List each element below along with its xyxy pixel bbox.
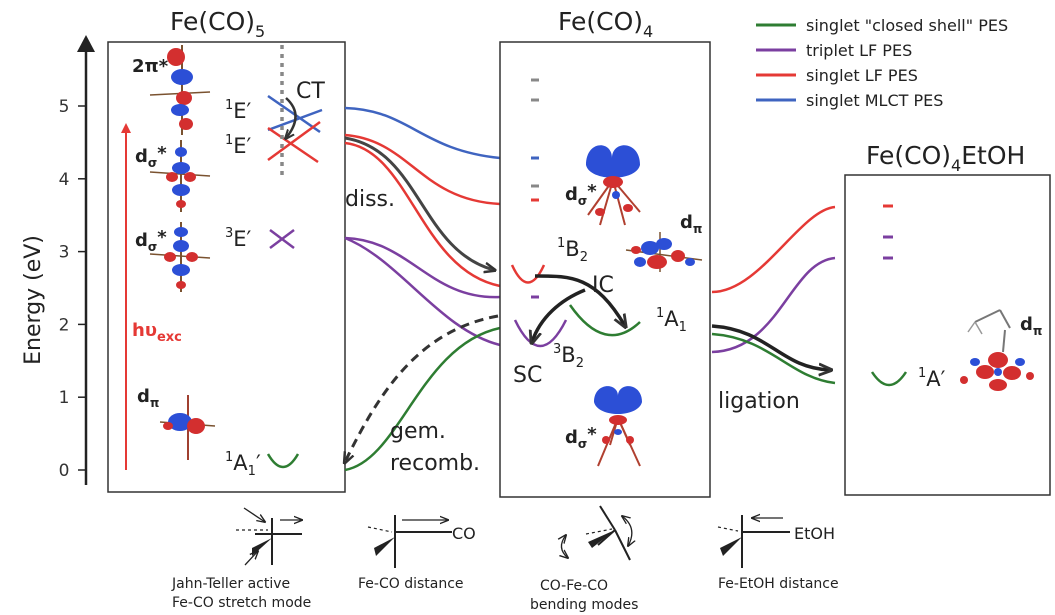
annotation-ligation: ligation [718,389,800,414]
ct-arrow [286,97,297,138]
mode-tag-co: CO [452,524,476,543]
excitation-label: hυexc [132,320,182,345]
sc-arrow [532,288,586,342]
y-tick-label: 0 [59,461,70,481]
mode-jahn-teller [236,507,302,566]
panel-feco4: Fe(CO)4 IC SC 1B2 3B2 1A1 [499,7,711,498]
legend-label: singlet "closed shell" PES [806,16,1008,35]
state-label-1a1: 1A1′ [225,450,261,479]
y-tick-label: 1 [59,388,70,408]
dissociation-curves [345,106,501,472]
orbital-dsigma-lower-image [594,386,642,467]
mode-tag-etoh: EtOH [794,524,835,543]
legend: singlet "closed shell" PES triplet LF PES… [756,16,1008,110]
state-label-3e: 3E′ [225,226,252,251]
annotation-diss: diss. [345,187,395,212]
ct-label: CT [296,79,325,104]
well-1a1 [568,304,641,337]
sc-label: SC [513,363,542,388]
orbital-label-dsigma-lower: dσ* [565,424,597,451]
mode-caption-bending-2: bending modes [530,597,638,613]
y-tick-label: 3 [59,243,70,263]
panel-feco5: Fe(CO)5 hυexc 2π* dσ* dσ* dπ [107,7,346,493]
mode-caption-feetoh: Fe-EtOH distance [718,576,839,592]
mode-caption-feco: Fe-CO distance [358,576,464,592]
ground-state-well [266,453,300,469]
orbital-dpi-etoh-image [960,309,1034,391]
ligation-curves [711,205,836,385]
annotation-gem: gem. [390,419,446,444]
mode-feco-distance: CO [367,515,476,568]
panel-frame [844,174,1051,496]
orbital-label-dsigma-lower: dσ* [135,227,167,254]
panel-frame [107,41,346,493]
energy-axis: 0 1 2 3 4 5 Energy (eV) [21,35,95,485]
state-label-1a-prime: 1A′ [918,366,946,391]
legend-label: singlet MLCT PES [806,91,943,110]
orbital-dpi-image [159,395,216,460]
mode-caption-jahn-teller-1: Jahn-Teller active [171,576,290,592]
mode-caption-jahn-teller-2: Fe-CO stretch mode [172,595,311,611]
orbital-dsigma-upper-image [149,140,211,212]
orbital-label-dpi: dπ [1020,314,1042,338]
orbital-2pi-image [149,45,211,135]
mode-bending [561,505,631,561]
ic-label: IC [592,273,614,298]
state-marks-3e [269,229,295,249]
y-tick-label: 4 [59,170,70,190]
panel-frame [499,41,711,498]
annotation-recomb: recomb. [390,451,480,476]
y-tick-label: 2 [59,315,70,335]
orbital-dsigma-lower-image [149,222,211,292]
well-1b2 [510,264,546,284]
ic-arrow [534,274,625,326]
panel-title: Fe(CO)4 [558,7,653,41]
legend-label: singlet LF PES [806,66,918,85]
orbital-dsigma-upper-image [586,145,641,226]
level-ticks [531,78,539,299]
legend-label: triplet LF PES [806,41,912,60]
panel-title: Fe(CO)4EtOH [866,141,1025,175]
orbital-label-dsigma-upper: dσ* [135,143,167,170]
mode-feetoh-distance: EtOH [717,515,835,568]
orbital-label-dpi: dπ [680,212,702,236]
orbital-dpi-image [625,232,703,272]
axis-arrow-icon [77,35,95,52]
state-label-1e-upper: 1E′ [225,98,252,123]
mode-caption-bending-1: CO-Fe-CO [540,578,608,594]
y-axis-label: Energy (eV) [21,235,46,365]
orbital-label-dsigma-upper: dσ* [565,181,597,208]
state-label-1e-lower: 1E′ [225,133,252,158]
panel-title: Fe(CO)5 [170,7,265,41]
panel-feco4etoh: Fe(CO)4EtOH 1A′ dπ [844,141,1051,496]
orbital-label-dpi: dπ [137,386,159,410]
state-label-1a1: 1A1 [656,306,687,335]
y-tick-label: 5 [59,97,70,117]
state-label-1b2: 1B2 [557,236,588,265]
well-1a-prime [870,371,908,387]
state-label-3b2: 3B2 [553,342,584,371]
orbital-label-2pi: 2π* [132,56,169,77]
